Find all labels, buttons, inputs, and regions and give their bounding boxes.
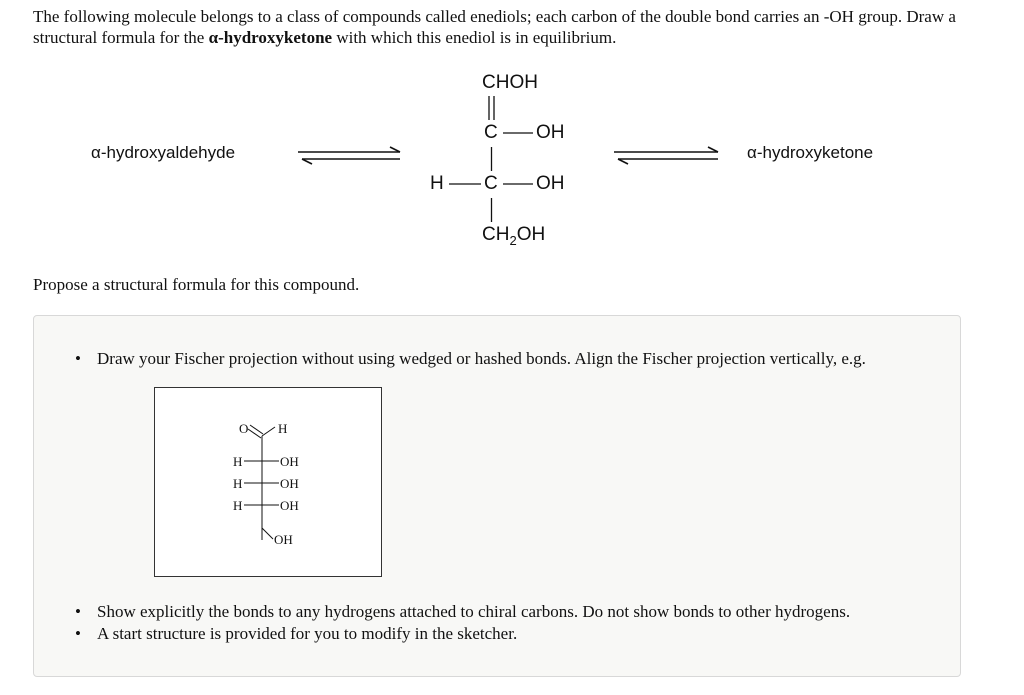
carbon-2: C — [484, 173, 498, 194]
example-h1: H — [233, 454, 242, 469]
question-text: The following molecule belongs to a clas… — [33, 6, 993, 48]
single-bond-c2-c3 — [490, 198, 493, 222]
bottom-group: CH2OH — [482, 224, 545, 248]
bond-c2-oh — [503, 183, 533, 185]
fischer-example-box: O H H OH H OH H OH OH — [154, 387, 382, 577]
question-part1: The following molecule belongs to a clas… — [33, 7, 956, 47]
c2-hydrogen: H — [430, 173, 444, 194]
equilibrium-arrow-right — [614, 146, 719, 165]
alpha-hydroxyaldehyde-label: α-hydroxyaldehyde — [91, 143, 236, 162]
instruction-bullet-1: Draw your Fischer projection without usi… — [75, 348, 866, 370]
equilibrium-scheme: α-hydroxyaldehyde CHOH C OH H C OH — [0, 70, 1024, 260]
propose-prompt: Propose a structural formula for this co… — [33, 275, 360, 294]
bottom-subscript: 2 — [509, 232, 517, 248]
example-oh1: OH — [280, 454, 299, 469]
bond-h-c2 — [449, 183, 481, 185]
example-h2: H — [233, 476, 242, 491]
carbon-1: C — [484, 122, 498, 143]
c1-hydroxyl: OH — [536, 122, 565, 143]
instruction-bullet-3: A start structure is provided for you to… — [75, 623, 517, 645]
instructions-panel: Draw your Fischer projection without usi… — [33, 315, 961, 677]
example-terminal-oh: OH — [274, 532, 293, 547]
bond-c1-oh — [503, 132, 533, 134]
example-oxygen: O — [239, 421, 248, 436]
example-oh3: OH — [280, 498, 299, 513]
top-group: CHOH — [482, 72, 538, 93]
example-oh2: OH — [280, 476, 299, 491]
c2-hydroxyl: OH — [536, 173, 565, 194]
question-part2: with which this enediol is in equilibriu… — [332, 28, 617, 47]
fischer-example-drawing: O H H OH H OH H OH OH — [233, 421, 299, 547]
example-aldehyde-h: H — [278, 421, 287, 436]
bottom-ch: CH — [482, 224, 510, 245]
bottom-oh: OH — [516, 224, 546, 245]
example-h3: H — [233, 498, 242, 513]
instruction-bullet-2: Show explicitly the bonds to any hydroge… — [75, 601, 850, 623]
single-bond-c1-c2 — [490, 147, 493, 171]
equilibrium-arrow-left — [298, 146, 401, 165]
double-bond — [488, 96, 495, 120]
alpha-hydroxyketone-label: α-hydroxyketone — [747, 143, 874, 162]
question-bold-term: α-hydroxyketone — [208, 28, 333, 47]
